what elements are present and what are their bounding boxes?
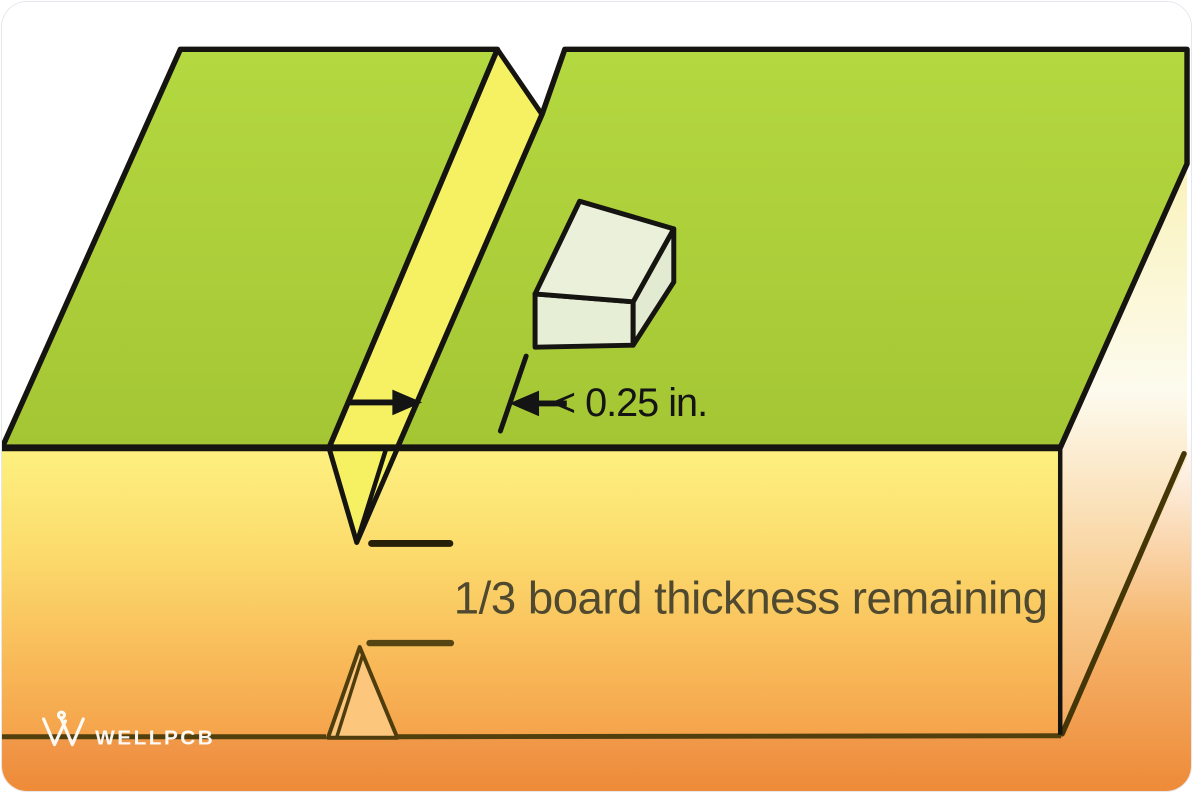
wellpcb-logo-text: WELLPCB <box>95 727 215 750</box>
pcb-vscore-diagram: < 0.25 in. 1/3 board thickness remaining… <box>2 2 1191 791</box>
arrow-left-head-icon <box>509 390 540 417</box>
board-bottom-edge-right <box>395 733 1062 740</box>
thickness-label: 1/3 board thickness remaining <box>454 573 1048 624</box>
vgroove-right-wall-edge <box>354 445 389 545</box>
arrow-right-head-icon <box>392 389 423 416</box>
component-top-face <box>532 198 677 305</box>
dimension-arrows <box>348 353 567 434</box>
smd-component <box>532 198 677 350</box>
extension-slash <box>497 353 529 434</box>
bottom-vscore-inner-line <box>335 654 365 738</box>
board-front-face <box>2 447 1061 736</box>
wellpcb-logo-mark-icon <box>42 710 85 747</box>
board-right-side-face <box>1060 159 1188 734</box>
wellpcb-logo: WELLPCB <box>42 710 215 750</box>
right-side-bottom-edge <box>1059 450 1187 737</box>
groove-width-label: < 0.25 in. <box>553 381 707 425</box>
